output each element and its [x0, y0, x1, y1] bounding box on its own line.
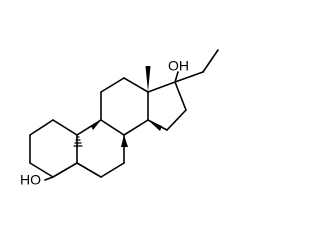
ring-a — [29, 119, 78, 178]
ho-label-c3: HO — [20, 172, 41, 188]
ring-b — [76, 119, 125, 178]
c17-oh-bond — [174, 71, 179, 83]
molecule-diagram: OH HO — [20, 49, 219, 188]
oh-label-c17: OH — [168, 58, 189, 74]
ring-c — [100, 77, 149, 136]
h-wedge-c8 — [121, 135, 128, 147]
ethyl-substituent — [174, 49, 219, 83]
h-wedge-c9 — [91, 120, 101, 130]
h-wedge-c14 — [148, 120, 162, 131]
c3-oh-bond — [44, 176, 54, 181]
methyl-wedge — [145, 66, 151, 92]
h-hash-c10 — [73, 136, 83, 147]
